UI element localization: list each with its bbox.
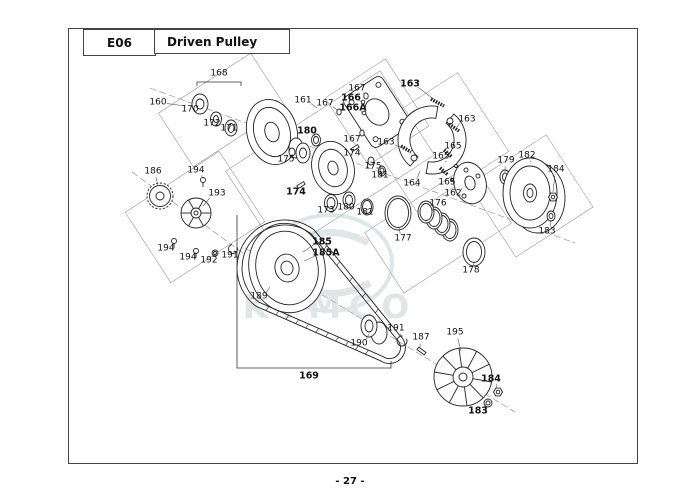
pin-174 <box>296 180 306 190</box>
nut-184-upper <box>547 192 559 202</box>
impeller-193 <box>180 197 212 229</box>
circlip-191 <box>228 244 238 254</box>
cooling-fan <box>433 347 493 407</box>
bolt-167a <box>336 108 342 116</box>
pin-174b <box>350 143 360 153</box>
washer-192 <box>211 249 219 257</box>
spring-177 <box>384 195 412 231</box>
ring-181 <box>360 198 374 216</box>
ring-stack-176 <box>417 200 459 242</box>
washer-175 <box>288 147 296 157</box>
washer-183-upper <box>546 210 556 222</box>
clutch-carrier <box>453 161 487 205</box>
pin-165a <box>454 164 458 168</box>
screw-166 <box>360 99 366 105</box>
driven-pulley-face <box>245 99 311 165</box>
bushing-set <box>191 93 238 137</box>
brackets <box>196 81 392 369</box>
parts <box>146 76 566 408</box>
leader-lines <box>155 86 556 408</box>
washer-175b <box>367 156 375 166</box>
nut-184-lower <box>492 387 504 397</box>
gear-186 <box>146 182 174 210</box>
clutch-shoes <box>397 105 467 175</box>
ring-180 <box>342 191 356 209</box>
pin-187 <box>416 346 427 356</box>
circlip-191-lower <box>396 335 408 347</box>
ring-173 <box>324 194 338 212</box>
section-code: E06 <box>83 29 156 56</box>
seal-180 <box>311 133 321 147</box>
bolts-194 <box>171 177 206 258</box>
pin-165b <box>450 178 454 182</box>
bolt-167c <box>359 129 365 137</box>
bolt-167b <box>363 92 369 100</box>
drive-plate <box>343 76 411 148</box>
springs <box>400 97 461 177</box>
movable-face <box>311 140 355 196</box>
screw-166a <box>361 110 367 116</box>
group-outlines <box>124 52 594 294</box>
page-title: Driven Pulley <box>154 29 290 54</box>
spacer-190 <box>360 314 388 345</box>
washer-183-lower <box>483 398 493 408</box>
page-number: - 27 - <box>335 476 365 487</box>
